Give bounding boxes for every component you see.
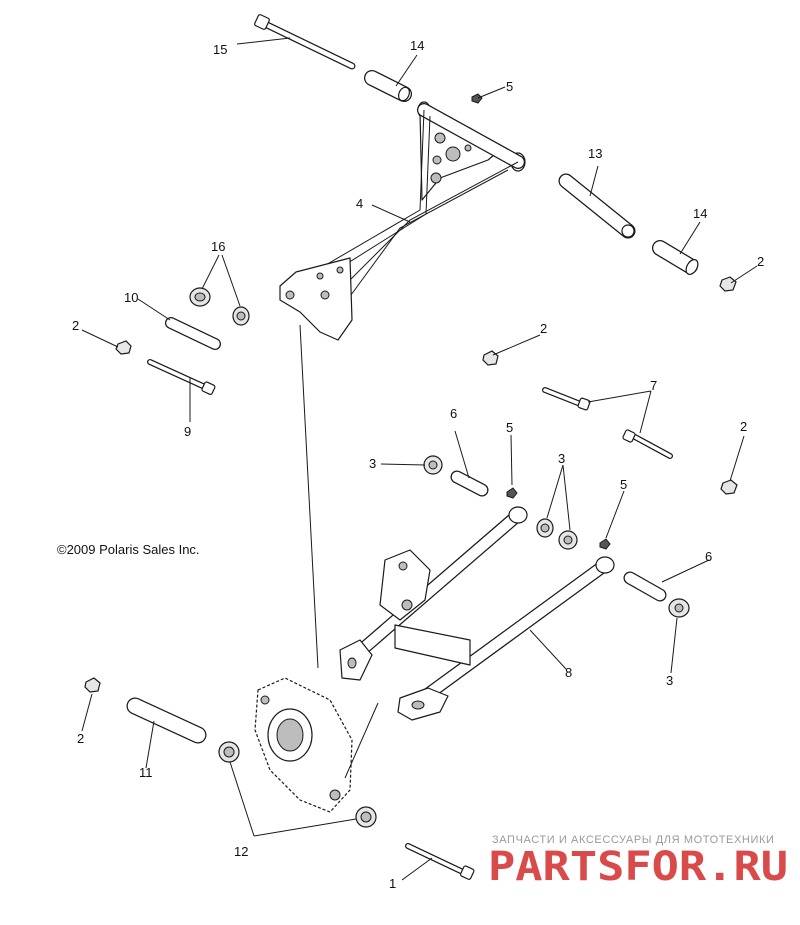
callout-numbers: 15 14 5 4 13 14 2 16 10 2 9 2 7 2 3 6 5 … xyxy=(72,38,764,891)
part-12-bushing-right xyxy=(355,806,377,828)
callout-12: 12 xyxy=(234,844,248,859)
callout-1: 1 xyxy=(389,876,396,891)
callout-6-right: 6 xyxy=(705,549,712,564)
callout-2-left: 2 xyxy=(72,318,79,333)
part-11-spindle-pin xyxy=(126,697,207,744)
part-14-bushing-top xyxy=(364,70,412,102)
callout-15: 15 xyxy=(213,42,227,57)
callout-5-mid: 5 xyxy=(506,420,513,435)
watermark-logo: PARTSFOR.RU xyxy=(488,844,788,890)
part-16-bushing-left-a xyxy=(189,287,211,307)
part-16-bushing-left-b xyxy=(232,306,250,326)
callout-13: 13 xyxy=(588,146,602,161)
alignment-line-upper xyxy=(299,324,319,669)
callout-14-top: 14 xyxy=(410,38,424,53)
part-1-bolt xyxy=(405,843,475,880)
spindle-knuckle xyxy=(254,677,353,813)
part-3-bushing-left xyxy=(423,455,443,475)
part-6-spacer-left xyxy=(450,470,489,497)
callout-3-right: 3 xyxy=(666,673,673,688)
callout-6-left: 6 xyxy=(450,406,457,421)
part-8-lower-a-arm xyxy=(339,506,615,721)
callout-11: 11 xyxy=(139,765,153,780)
callout-10: 10 xyxy=(124,290,138,305)
callout-7: 7 xyxy=(650,378,657,393)
callout-3-left: 3 xyxy=(369,456,376,471)
part-10-spacer xyxy=(165,317,221,350)
part-6-spacer-right xyxy=(623,571,667,602)
part-3-bushing-mid-a xyxy=(536,518,554,538)
part-4-upper-a-arm xyxy=(279,101,526,341)
part-9-bolt xyxy=(147,359,216,396)
callout-5-right: 5 xyxy=(620,477,627,492)
callout-9: 9 xyxy=(184,424,191,439)
watermark: ЗАПЧАСТИ И АКСЕССУАРЫ ДЛЯ МОТОТЕХНИКИ PA… xyxy=(488,834,788,890)
part-5-grease-fitting-top xyxy=(471,93,483,104)
copyright-notice: ©2009 Polaris Sales Inc. xyxy=(57,542,200,557)
callout-2-lower-left: 2 xyxy=(77,731,84,746)
part-7-bolt-b xyxy=(622,429,673,459)
callout-2-center: 2 xyxy=(540,321,547,336)
part-14-bushing-right xyxy=(652,240,699,275)
part-13-pivot-shaft xyxy=(558,173,636,239)
callout-4: 4 xyxy=(356,196,363,211)
callout-5-top: 5 xyxy=(506,79,513,94)
callout-16: 16 xyxy=(211,239,225,254)
part-5-grease-fitting-mid xyxy=(506,487,518,499)
part-15-long-bolt xyxy=(254,14,356,70)
part-2-nut-center xyxy=(482,350,499,366)
part-3-bushing-right xyxy=(668,598,690,618)
watermark-tagline: ЗАПЧАСТИ И АКСЕССУАРЫ ДЛЯ МОТОТЕХНИКИ xyxy=(492,834,774,846)
part-2-nut-lower-left xyxy=(84,677,101,693)
part-5-grease-fitting-right xyxy=(599,538,611,550)
part-7-bolt-a xyxy=(542,387,591,411)
callout-14-right: 14 xyxy=(693,206,707,221)
alignment-line-lower xyxy=(344,702,379,779)
part-3-bushing-mid-b xyxy=(558,530,578,550)
part-2-nut-right-upper xyxy=(719,276,737,292)
leader-lines xyxy=(81,37,758,881)
callout-3-mid: 3 xyxy=(558,451,565,466)
callout-2-right-lower: 2 xyxy=(740,419,747,434)
callout-2-right-upper: 2 xyxy=(757,254,764,269)
part-2-nut-left-upper xyxy=(115,340,132,355)
part-2-nut-right-lower xyxy=(720,479,738,495)
part-12-bushing-left xyxy=(218,741,240,763)
callout-8: 8 xyxy=(565,665,572,680)
